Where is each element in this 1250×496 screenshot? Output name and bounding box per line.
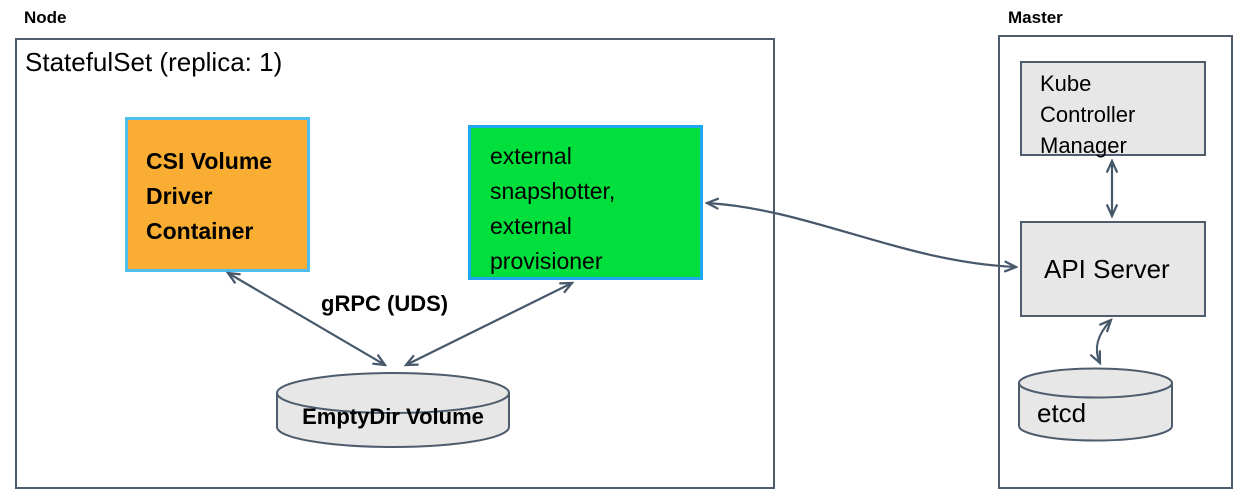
external-snapshotter-provisioner-box: external snapshotter, external provision… [468,125,703,280]
etcd-label: etcd [1037,398,1087,428]
node-group-label: Node [24,8,67,27]
master-group-label: Master [1008,8,1063,27]
api-server-box: API Server [1020,221,1206,317]
csi-volume-driver-container-box: CSI Volume Driver Container [125,117,310,272]
emptydir-volume-label: EmptyDir Volume [302,404,484,429]
api-server-label: API Server [1044,253,1170,284]
kube-controller-manager-box: Kube Controller Manager [1020,61,1206,158]
statefulset-title: StatefulSet (replica: 1) [25,47,283,77]
grpc-uds-label: gRPC (UDS) [321,291,449,316]
